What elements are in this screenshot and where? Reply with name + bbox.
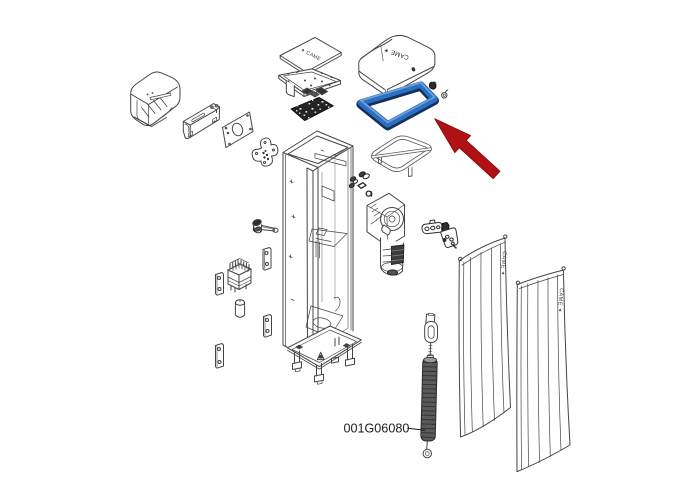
- svg-text:001G06080: 001G06080: [344, 422, 410, 436]
- svg-text:CAME ✦: CAME ✦: [499, 251, 508, 276]
- svg-text:CAME ✦: CAME ✦: [556, 288, 565, 313]
